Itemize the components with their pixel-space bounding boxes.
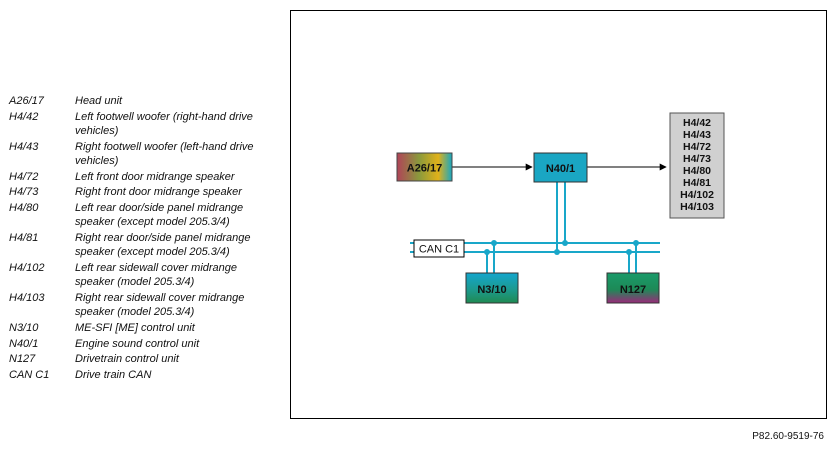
legend-row: H4/102 Left rear sidewall cover midrange …: [9, 261, 279, 290]
legend-description: Left footwell woofer (right-hand drive v…: [75, 110, 253, 137]
speaker-label: H4/81: [683, 177, 711, 189]
node-n40-1: N40/1: [533, 152, 588, 183]
legend-code: N3/10: [9, 321, 39, 334]
legend-description: Right footwell woofer (left-hand drive v…: [75, 140, 254, 167]
legend-code: N40/1: [9, 337, 39, 350]
can-c1-label-box: CAN C1: [413, 239, 465, 258]
node-n127: N127: [606, 272, 660, 304]
n3-10-bus-connection: [484, 240, 497, 273]
speaker-label: H4/80: [683, 165, 711, 177]
legend-description: Left rear sidewall cover midrange speake…: [75, 262, 238, 289]
legend-code: CAN C1: [9, 369, 50, 382]
legend-code: H4/43: [9, 140, 39, 153]
legend-description: Right rear sidewall cover midrange speak…: [75, 291, 245, 319]
legend-row: H4/103 Right rear sidewall cover midrange…: [9, 291, 279, 320]
legend-description: Right front door midrange speaker: [75, 186, 242, 199]
legend-code: H4/42: [9, 110, 39, 123]
can-c1-label: CAN C1: [419, 244, 459, 256]
speaker-label: H4/73: [683, 153, 711, 165]
legend-row: H4/73 Right front door midrange speaker: [9, 185, 279, 199]
legend-code: H4/81: [9, 232, 39, 245]
diagram-frame: [290, 10, 827, 419]
speaker-group-box: H4/42 H4/43 H4/72 H4/73 H4/80 H4/81 H4/1…: [669, 112, 725, 219]
node-n3-10: N3/10: [465, 272, 519, 304]
legend-code: A26/17: [9, 95, 44, 107]
legend-row: H4/42 Left footwell woofer (right-hand dr…: [9, 110, 279, 139]
speaker-label: H4/42: [683, 117, 711, 129]
legend-description: Right rear door/side panel midrange spea…: [75, 232, 251, 259]
node-a26-17: A26/17: [396, 152, 453, 182]
legend-description: Drivetrain control unit: [75, 353, 179, 366]
legend-description: Left front door midrange speaker: [75, 170, 235, 183]
node-n3-10-label: N3/10: [477, 284, 506, 296]
legend-row: H4/80 Left rear door/side panel midrange …: [9, 201, 279, 230]
node-n40-1-label: N40/1: [546, 163, 575, 175]
legend-code: H4/102: [9, 262, 45, 274]
legend-row: N3/10 ME-SFI [ME] control unit: [9, 321, 279, 335]
legend-code: H4/103: [9, 291, 45, 304]
node-a26-17-label: A26/17: [407, 163, 442, 175]
legend-description: ME-SFI [ME] control unit: [75, 321, 195, 334]
legend-code: H4/72: [9, 170, 39, 183]
n40-1-bus-connection: [554, 182, 568, 255]
node-n127-label: N127: [620, 284, 646, 296]
legend-row: CAN C1 Drive train CAN: [9, 368, 279, 382]
legend-row: H4/72 Left front door midrange speaker: [9, 170, 279, 184]
legend-description: Drive train CAN: [75, 369, 152, 382]
speaker-label: H4/103: [680, 201, 714, 213]
legend-row: H4/43 Right footwell woofer (left-hand dr…: [9, 140, 279, 169]
legend: A26/17 Head unit H4/42 Left footwell woofe…: [9, 94, 279, 384]
legend-row: H4/81 Right rear door/side panel midrange…: [9, 231, 279, 260]
legend-row: A26/17 Head unit: [9, 94, 279, 108]
speaker-label: H4/72: [683, 141, 711, 153]
legend-description: Engine sound control unit: [75, 337, 200, 350]
legend-row: N127 Drivetrain control unit: [9, 352, 279, 366]
legend-row: N40/1 Engine sound control unit: [9, 337, 279, 351]
legend-description: Head unit: [75, 95, 123, 107]
speaker-label: H4/102: [680, 189, 714, 201]
n127-bus-connection: [626, 240, 639, 273]
speaker-label: H4/43: [683, 129, 711, 141]
legend-description: Left rear door/side panel midrange speak…: [75, 202, 244, 229]
legend-code: N127: [9, 353, 36, 366]
legend-code: H4/80: [9, 202, 39, 215]
legend-code: H4/73: [9, 186, 39, 199]
figure-reference: P82.60-9519-76: [752, 431, 824, 442]
